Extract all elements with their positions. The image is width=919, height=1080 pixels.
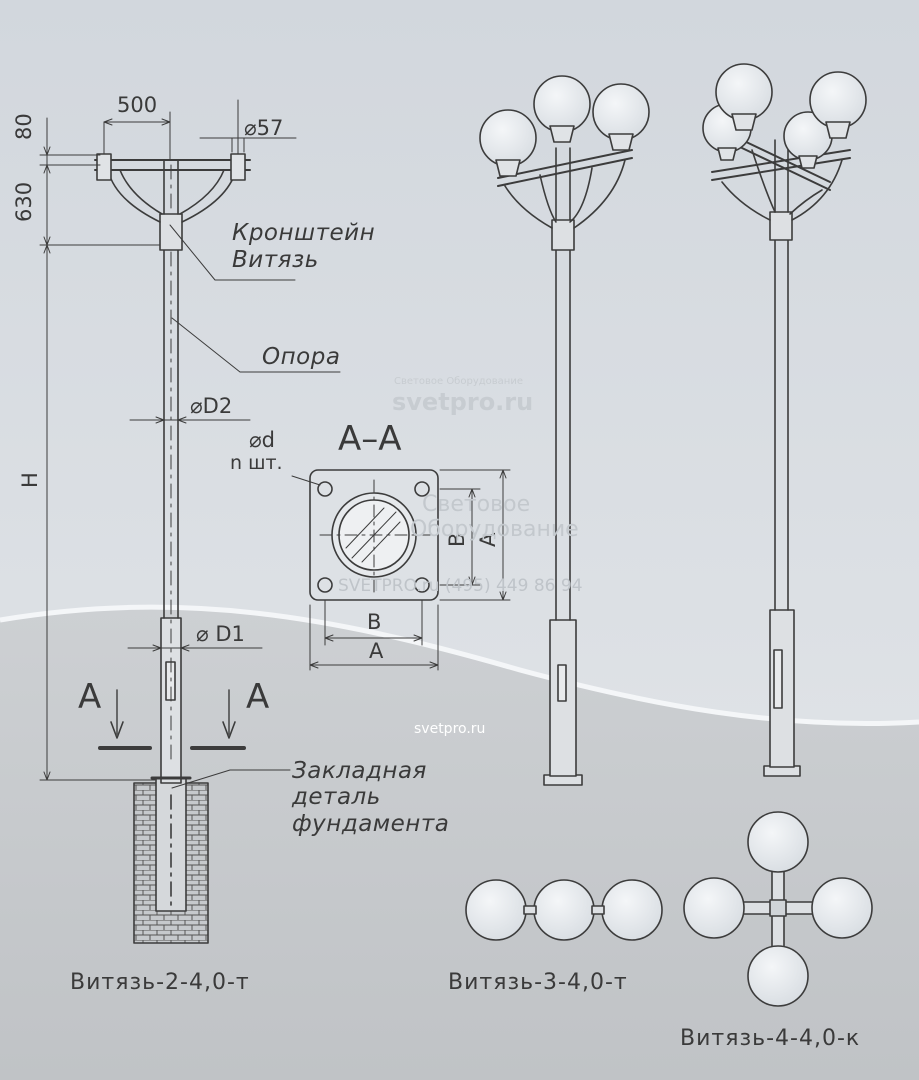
caption-model-2: Витязь-2-4,0-т (70, 970, 250, 995)
watermark-middle-line1: Световое (422, 492, 531, 517)
section-mark-right: A (246, 677, 270, 717)
dimension-diameter-d1: ⌀ D1 (196, 622, 245, 646)
dimension-lines (40, 100, 340, 788)
dimension-height-h: H (18, 472, 42, 488)
right-pole-drawing (703, 64, 866, 776)
section-title: A–A (338, 419, 402, 459)
section-a-a-drawing (292, 470, 510, 670)
watermark-top-large: svetpro.ru (392, 388, 534, 416)
section-mark-left: A (78, 677, 102, 717)
caption-model-4: Витязь-4-4,0-к (680, 1026, 861, 1051)
dimension-a-horizontal: A (369, 639, 384, 663)
caption-model-3: Витязь-3-4,0-т (448, 970, 628, 995)
watermark-bottom: svetpro.ru (414, 721, 486, 737)
dimension-b-horizontal: B (367, 610, 382, 634)
label-bracket-line1: Кронштейн (232, 220, 376, 246)
dimension-bolt-diameter: ⌀d (249, 428, 275, 452)
label-bracket-line2: Витязь (232, 247, 319, 273)
background-lower (0, 607, 919, 1080)
label-foundation-line3: фундамента (292, 810, 450, 837)
watermark-top-small: Световое Оборудование (394, 376, 523, 387)
label-foundation-line2: деталь (292, 784, 381, 811)
watermark-middle: Световое Оборудование (410, 492, 579, 543)
dimension-80: 80 (12, 113, 36, 140)
label-foundation-line1: Закладная (292, 758, 427, 784)
middle-pole-drawing (480, 76, 649, 785)
watermark-phone: SVETPRO.ru (495) 449 86 94 (338, 576, 583, 596)
dimension-500: 500 (117, 93, 158, 117)
dimension-diameter-d2: ⌀D2 (190, 394, 233, 418)
label-bracket: Кронштейн Витязь (232, 222, 375, 272)
label-foundation: Закладная деталь фундамента (292, 758, 449, 837)
dimension-bolt-count: n шт. (230, 452, 283, 474)
dimension-630: 630 (12, 181, 36, 222)
left-pole-drawing (95, 154, 250, 943)
dimension-diameter-57: ⌀57 (244, 116, 284, 140)
label-pole: Опора (262, 344, 341, 370)
top-view-3-globes (466, 880, 662, 940)
top-view-4-globes (684, 812, 872, 1006)
watermark-middle-line2: Оборудование (410, 517, 579, 543)
